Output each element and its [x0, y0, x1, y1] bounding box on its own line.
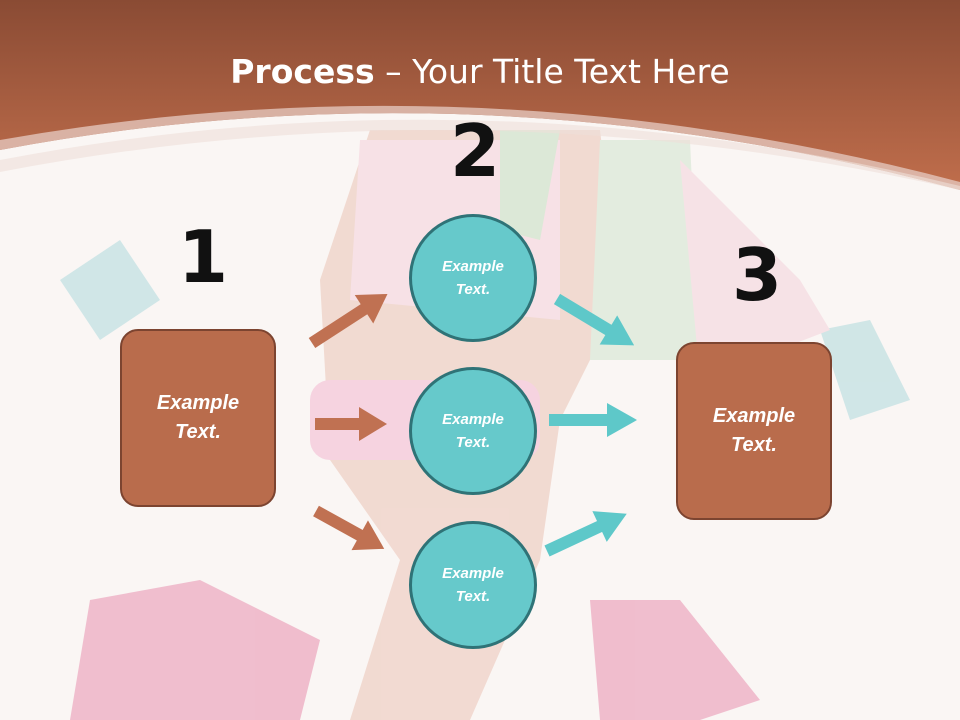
step-box-3-line1: Example [712, 405, 796, 427]
arrow-1-to-mid [315, 407, 387, 441]
header-band [0, 0, 960, 190]
arrow-top-to-3 [553, 293, 635, 346]
slide-title: Process – Your Title Text Here [0, 52, 960, 91]
arrow-1-to-bottom [313, 505, 385, 551]
arrow-bottom-to-3 [544, 511, 627, 557]
arrow-mid-to-3 [549, 403, 637, 437]
circle-top: Example Text. [409, 214, 537, 342]
step-box-1-line1: Example [156, 392, 240, 414]
arrows-teal [544, 293, 637, 557]
step-box-1-line2: Text. [175, 421, 221, 443]
step-box-3: Example Text. [676, 342, 832, 520]
circle-bottom: Example Text. [409, 521, 537, 649]
circle-top-line2: Text. [455, 281, 491, 298]
step-box-1: Example Text. [120, 329, 276, 507]
arrows-brown [308, 293, 388, 551]
faded-photo [60, 130, 910, 720]
arrow-1-to-2 [308, 293, 388, 349]
title-rest: – Your Title Text Here [374, 52, 730, 91]
circle-middle: Example Text. [409, 367, 537, 495]
title-bold: Process [230, 52, 375, 91]
step-box-3-line2: Text. [731, 434, 777, 456]
step-number-1: 1 [178, 215, 229, 299]
circle-middle-line1: Example [442, 411, 504, 428]
step-number-3: 3 [732, 233, 783, 317]
circle-bottom-line2: Text. [455, 588, 491, 605]
circle-top-line1: Example [442, 258, 504, 275]
step-number-2: 2 [450, 109, 501, 193]
circle-bottom-line1: Example [442, 565, 504, 582]
circle-middle-line2: Text. [455, 434, 491, 451]
